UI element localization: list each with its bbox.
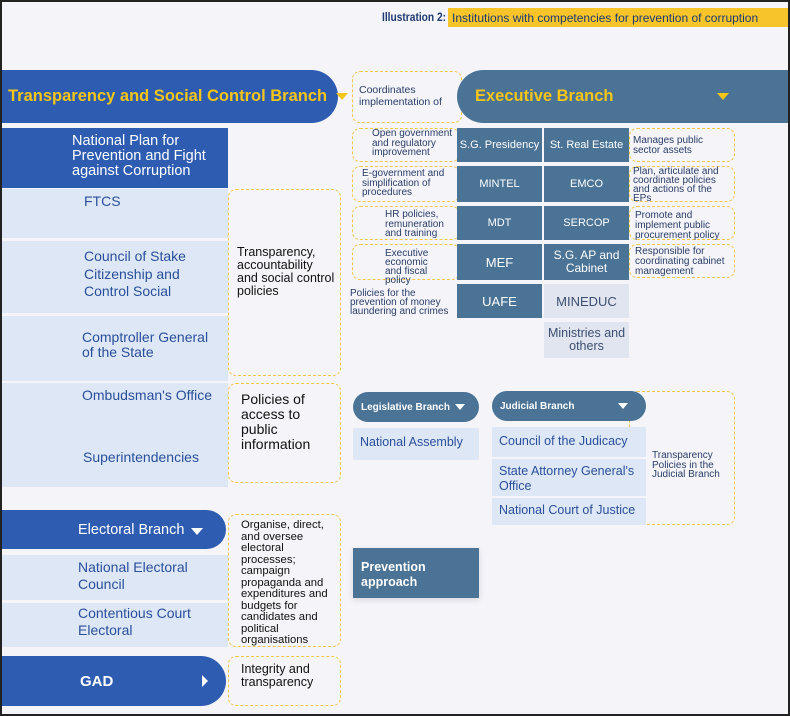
judicial-policies-label: Transparency Policies in the Judicial Br… <box>652 450 720 480</box>
chevron-down-icon <box>454 404 465 410</box>
exec-left-label-fiscal: Executive economic and fiscal policy <box>385 248 429 286</box>
national-plan-box <box>2 128 228 188</box>
st-real-estate-box: St. Real Estate <box>544 128 629 162</box>
gad-policies-box <box>228 656 341 706</box>
executive-branch-title: Executive Branch <box>475 87 614 105</box>
access-policies-box <box>228 383 341 483</box>
judicial-council-label: Council of the Judicacy <box>499 434 628 448</box>
electoral-branch-header[interactable]: Electoral Branch <box>2 510 226 549</box>
national-assembly-box <box>353 428 479 460</box>
mintel-box: MINTEL <box>457 166 542 202</box>
illustration-title: Institutions with competencies for preve… <box>448 8 788 27</box>
gad-header[interactable]: GAD <box>2 656 226 706</box>
judicial-institutions-panel <box>492 427 646 525</box>
sg-ap-cabinet-box: S.G. AP and Cabinet <box>544 244 629 280</box>
gad-policies-label: Integrity and transparency <box>241 662 314 689</box>
exec-left-label-money-laundering: Policies for the prevention of money lau… <box>350 288 449 317</box>
mdt-box: MDT <box>457 206 542 240</box>
electoral-branch-title: Electoral Branch <box>78 521 185 538</box>
panel-divider <box>2 600 228 603</box>
coordinates-label: Coordinates implementation of <box>359 84 442 108</box>
chevron-down-icon <box>191 527 204 535</box>
panel-divider <box>492 496 646 498</box>
exec-right-box <box>629 244 735 278</box>
exec-right-label-cabinet: Responsible for coordinating cabinet man… <box>635 246 725 277</box>
ftcs-label: FTCS <box>84 193 121 209</box>
chevron-down-icon <box>336 93 349 100</box>
contentious-court-label: Contentious Court Electoral <box>78 605 191 638</box>
uafe-box: UAFE <box>457 284 542 318</box>
chevron-down-icon <box>618 403 629 409</box>
exec-left-label-hr: HR policies, remuneration and training <box>385 209 444 239</box>
exec-right-label-coordinate: Plan, articulate and coordinate policies… <box>633 166 719 204</box>
sercop-box: SERCOP <box>544 206 629 240</box>
comptroller-label: Comptroller General of the State <box>82 329 209 360</box>
mineduc-box: MINEDUC <box>544 284 629 318</box>
emco-box: EMCO <box>544 166 629 202</box>
panel-divider <box>2 238 228 241</box>
electoral-policies-box <box>228 514 341 647</box>
exec-left-label-egovernment: E-government and simplification of proce… <box>362 168 445 198</box>
ministries-others-box: Ministries and others <box>544 322 629 358</box>
superintendencies-label: Superintendencies <box>83 449 199 465</box>
state-attorney-label: State Attorney General's Office <box>499 464 635 493</box>
access-policies-label: Policies of access to public information <box>241 391 311 452</box>
mef-box: MEF <box>457 244 542 280</box>
prevention-approach-label: Prevention approach <box>361 560 426 589</box>
judicial-branch-header[interactable]: Judicial Branch <box>492 391 646 421</box>
legislative-branch-title: Legislative Branch <box>361 401 450 413</box>
exec-right-label-assets: Manages public sector assets <box>633 135 704 156</box>
exec-right-label-procurement: Promote and implement public procurement… <box>635 210 720 241</box>
executive-branch-header[interactable]: Executive Branch <box>457 70 788 123</box>
chevron-right-icon <box>202 675 209 687</box>
legislative-branch-header[interactable]: Legislative Branch <box>353 392 479 422</box>
transparency-institutions-panel <box>2 189 228 381</box>
panel-divider <box>492 457 646 459</box>
chevron-down-icon <box>717 93 730 100</box>
electoral-policies-label: Organise, direct, and oversee electoral … <box>241 519 328 646</box>
sg-presidency-box: S.G. Presidency <box>457 128 542 162</box>
transparency-branch-title: Transparency and Social Control Branch <box>8 87 328 105</box>
gad-title: GAD <box>80 672 114 690</box>
prevention-approach-box: Prevention approach <box>353 548 479 598</box>
transparency-policies-box <box>228 189 341 376</box>
ombudsman-label: Ombudsman's Office <box>82 387 213 403</box>
transparency-policies-label: Transparency, accountability and social … <box>237 245 335 298</box>
illustration-label: Illustration 2: <box>382 10 447 24</box>
judicial-branch-title: Judicial Branch <box>500 400 575 412</box>
council-citizenship-label: Council of Stake Citizenship and Control… <box>84 248 186 299</box>
exec-right-box <box>629 206 735 240</box>
panel-divider <box>2 313 228 316</box>
transparency-branch-header[interactable]: Transparency and Social Control Branch <box>2 70 349 123</box>
exec-left-label-open-government: Open government and regulatory improveme… <box>372 128 453 158</box>
national-electoral-council-label: National Electoral Council <box>78 559 188 592</box>
access-institutions-panel <box>2 383 228 487</box>
national-court-label: National Court of Justice <box>499 503 636 517</box>
national-assembly-label: National Assembly <box>360 435 463 449</box>
exec-right-box <box>629 128 735 162</box>
exec-right-box <box>629 166 735 202</box>
national-plan-label: National Plan for Prevention and Fight a… <box>72 133 206 179</box>
